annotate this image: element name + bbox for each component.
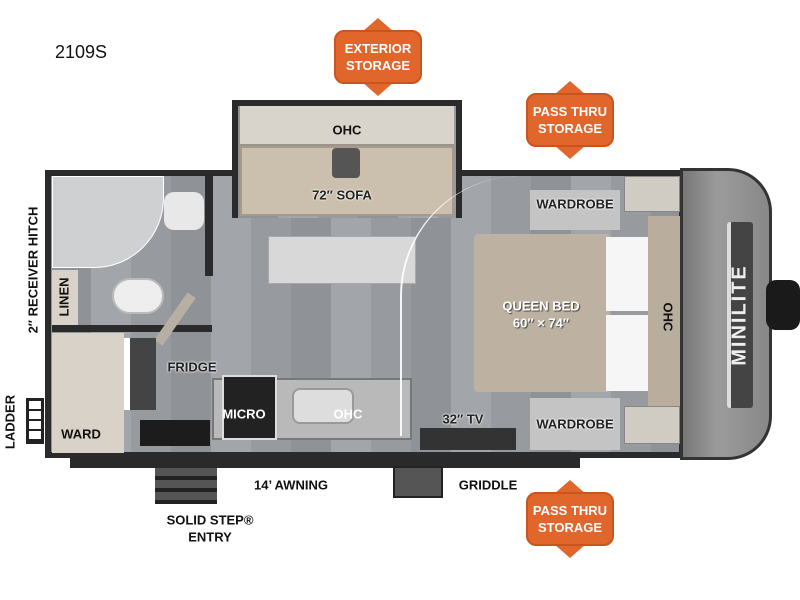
- marker-tip: [554, 81, 586, 95]
- linen-label: LINEN: [56, 277, 72, 317]
- queen-bed-label: QUEEN BED: [502, 298, 580, 314]
- toilet: [112, 278, 164, 314]
- entry-door-step-area: [140, 420, 210, 446]
- ohc-kitchen-label: OHC: [333, 406, 363, 422]
- fridge-label: FRIDGE: [167, 359, 217, 375]
- marker-tip: [554, 544, 586, 558]
- marker-tip: [362, 18, 394, 32]
- wardrobe-bottom-label: WARDROBE: [536, 416, 614, 432]
- minilite-logo: [727, 222, 753, 408]
- receiver-hitch-label: 2″ RECEIVER HITCH: [25, 206, 41, 334]
- linen-cabinet: [52, 270, 78, 325]
- nightstand: [624, 176, 680, 212]
- ladder: [26, 398, 44, 444]
- stove: [222, 375, 277, 440]
- minilite-logo-text: MINILITE: [728, 264, 751, 366]
- pass-thru-storage-bottom-marker: PASS THRU STORAGE: [526, 480, 614, 558]
- entry-steps: [155, 468, 217, 504]
- griddle: [393, 466, 443, 498]
- wardrobe-bottom: [530, 398, 620, 450]
- wardrobe-top: [530, 190, 620, 230]
- fridge: [124, 338, 156, 410]
- bath-wall: [52, 325, 212, 332]
- bed-size-label: 60″ × 74″: [512, 315, 570, 331]
- pass-thru-storage-top-marker: PASS THRU STORAGE: [526, 81, 614, 159]
- marker-text: EXTERIOR: [344, 41, 412, 56]
- marker-tip: [554, 480, 586, 494]
- marker-text: PASS THRU: [532, 503, 608, 518]
- front-cap: [680, 168, 772, 460]
- marker-tip: [362, 82, 394, 96]
- marker-text: STORAGE: [537, 520, 603, 535]
- marker-tip: [554, 145, 586, 159]
- entry-label-line1: SOLID STEP®: [166, 512, 254, 528]
- sofa-label: 72″ SOFA: [312, 187, 372, 203]
- wardrobe-top-label: WARDROBE: [536, 196, 614, 212]
- ohc-cabinet-slide: [240, 106, 454, 146]
- entry-label-line2: ENTRY: [188, 529, 232, 545]
- model-name: 2109S: [55, 42, 108, 62]
- awning-rail: [70, 458, 580, 468]
- bath-wall-vertical: [205, 176, 213, 276]
- ohc-front-label: OHC: [660, 302, 676, 332]
- marker-text: STORAGE: [537, 121, 603, 136]
- pillow: [606, 315, 648, 391]
- ohc-slide-label: OHC: [332, 122, 362, 138]
- kitchen-sink: [292, 388, 354, 424]
- kitchen-island-rug: [268, 236, 416, 284]
- marker-text: PASS THRU: [532, 104, 608, 119]
- awning-label: 14’ AWNING: [254, 477, 328, 493]
- marker-text: STORAGE: [345, 58, 411, 73]
- griddle-label: GRIDDLE: [458, 477, 518, 493]
- sofa-cupholder: [332, 148, 360, 178]
- wardrobe-rear: [52, 333, 124, 453]
- sink: [164, 192, 204, 230]
- tv-label: 32″ TV: [442, 411, 484, 427]
- ohc-headboard: [648, 216, 680, 412]
- ward-label: WARD: [61, 426, 101, 442]
- hitch-coupler: [766, 280, 800, 330]
- nightstand: [624, 406, 680, 444]
- door-swing-arc: [400, 176, 520, 436]
- ladder-label: LADDER: [2, 394, 18, 450]
- pillow: [606, 237, 648, 311]
- micro-label: MICRO: [222, 406, 266, 422]
- exterior-storage-marker: EXTERIOR STORAGE: [334, 18, 422, 96]
